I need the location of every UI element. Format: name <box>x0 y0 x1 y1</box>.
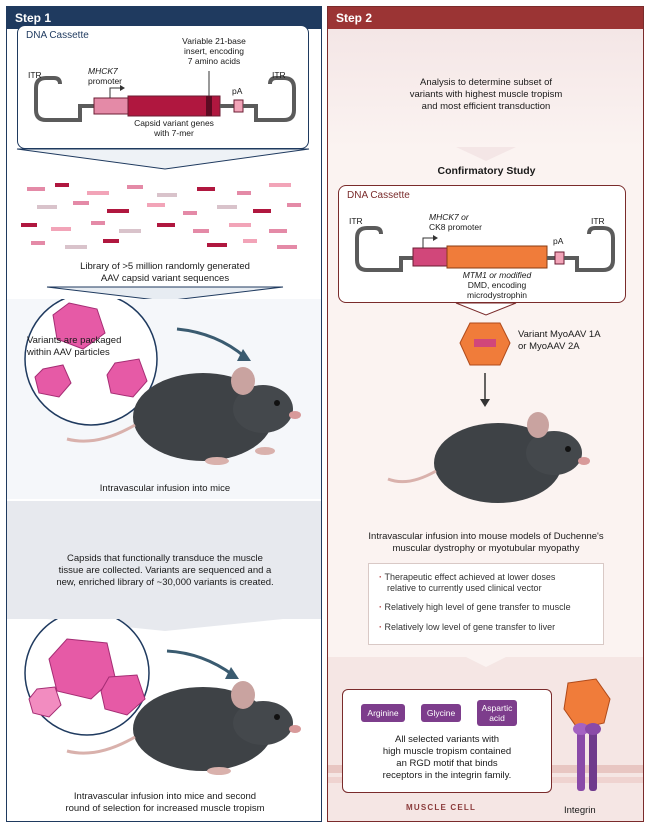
pa-block <box>233 99 244 113</box>
dmd-gene-block <box>446 245 548 269</box>
arrow-icon <box>176 327 246 359</box>
infusion-text-2: Intravascular infusion into mouse models… <box>368 531 604 554</box>
rgd-box: Arginine Glycine Aspartic acid All selec… <box>342 689 552 793</box>
genes-label-2: MTM1 or modified DMD, encoding microdyst… <box>462 270 532 300</box>
itr-left-label-2: ITR <box>349 216 363 226</box>
capsid-icon <box>34 364 72 398</box>
step2-header: Step 2 <box>328 7 643 29</box>
itr-left-shape <box>34 76 62 122</box>
insert-note: Variable 21-base insert, encoding 7 amin… <box>182 36 246 66</box>
step1-dna-cassette: DNA Cassette ITR ITR MHCK7 promoter Vari… <box>17 25 309 149</box>
genes-label: Capsid variant genes with 7-mer <box>134 118 214 138</box>
infusion1-text: Intravascular infusion into mice <box>99 483 231 494</box>
library-fragments <box>16 148 310 302</box>
itr-right-label: ITR <box>272 70 286 80</box>
integrin-icon <box>573 723 601 791</box>
library-text: Library of >5 million randomly generated… <box>80 261 250 284</box>
step2-cassette-diagram <box>355 226 615 272</box>
mouse-illustration <box>387 412 590 503</box>
capsid-icon <box>100 674 146 716</box>
variant-label: Variant MyoAAV 1A or MyoAAV 2A <box>518 329 601 352</box>
infusion2-illustration <box>24 619 301 775</box>
analysis-text: Analysis to determine subset of variants… <box>409 77 563 112</box>
dna-cassette-title-2: DNA Cassette <box>347 190 410 201</box>
variable-insert-block <box>206 96 212 116</box>
promoter-name: MHCK7 <box>88 66 118 76</box>
step2-panel: Step 2 Analysis to determine subset of v… <box>327 6 644 822</box>
pa-label-2: pA <box>553 236 564 246</box>
muscle-cell-label: MUSCLE CELL <box>406 803 477 812</box>
capsids-section <box>7 501 321 619</box>
promoter-label-2: MHCK7 or CK8 promoter <box>429 212 482 232</box>
pa-label: pA <box>232 86 243 96</box>
itr-right-shape <box>268 76 296 122</box>
finding-1: Therapeutic effect achieved at lower dos… <box>379 572 556 594</box>
step2-dna-cassette: DNA Cassette ITR ITR MHCK7 or CK8 promot… <box>338 185 626 303</box>
confirmatory-title: Confirmatory Study <box>437 165 536 177</box>
itr-right-label-2: ITR <box>591 216 605 226</box>
amino-glycine: Glycine <box>421 704 461 722</box>
promoter-block-2 <box>412 247 448 267</box>
analysis-section <box>328 29 643 147</box>
findings-box: Therapeutic effect achieved at lower dos… <box>368 563 604 645</box>
capsid-icon <box>563 678 611 730</box>
variant-illustration <box>387 303 590 503</box>
finding-2: Relatively high level of gene transfer t… <box>379 602 571 613</box>
integrin-label: Integrin <box>564 805 596 816</box>
step1-header: Step 1 <box>7 7 321 29</box>
capsid-icon <box>52 302 106 350</box>
dna-cassette-title: DNA Cassette <box>26 30 89 41</box>
amino-arginine: Arginine <box>361 704 405 722</box>
rgd-text: All selected variants with high muscle t… <box>382 734 512 781</box>
sequence-fragments <box>21 183 301 249</box>
mouse-illustration <box>66 681 301 775</box>
arrow-icon <box>166 649 234 677</box>
step1-panel: Step 1 DNA Cassette ITR ITR MHCK7 promot… <box>6 6 322 822</box>
mouse-illustration <box>66 367 301 465</box>
packaged-text: Variants are packaged within AAV particl… <box>27 335 122 358</box>
infusion2-text: Intravascular infusion into mice and sec… <box>65 791 265 814</box>
packaging-illustration <box>24 299 301 465</box>
itr-left-label: ITR <box>28 70 42 80</box>
promoter-arrow-icon <box>422 237 433 248</box>
promoter-block <box>93 97 129 115</box>
promoter-suffix: promoter <box>88 76 123 86</box>
pa-block-2 <box>554 251 565 265</box>
step1-cassette-diagram <box>34 71 296 122</box>
capsid-icon <box>106 358 148 398</box>
capsids-text: Capsids that functionally transduce the … <box>56 553 274 588</box>
promoter-arrow-icon <box>109 87 120 98</box>
finding-3: Relatively low level of gene transfer to… <box>379 622 556 633</box>
capsid-icon <box>28 686 62 718</box>
amino-aspartic: Aspartic acid <box>477 700 517 726</box>
capsid-icon <box>48 638 116 700</box>
